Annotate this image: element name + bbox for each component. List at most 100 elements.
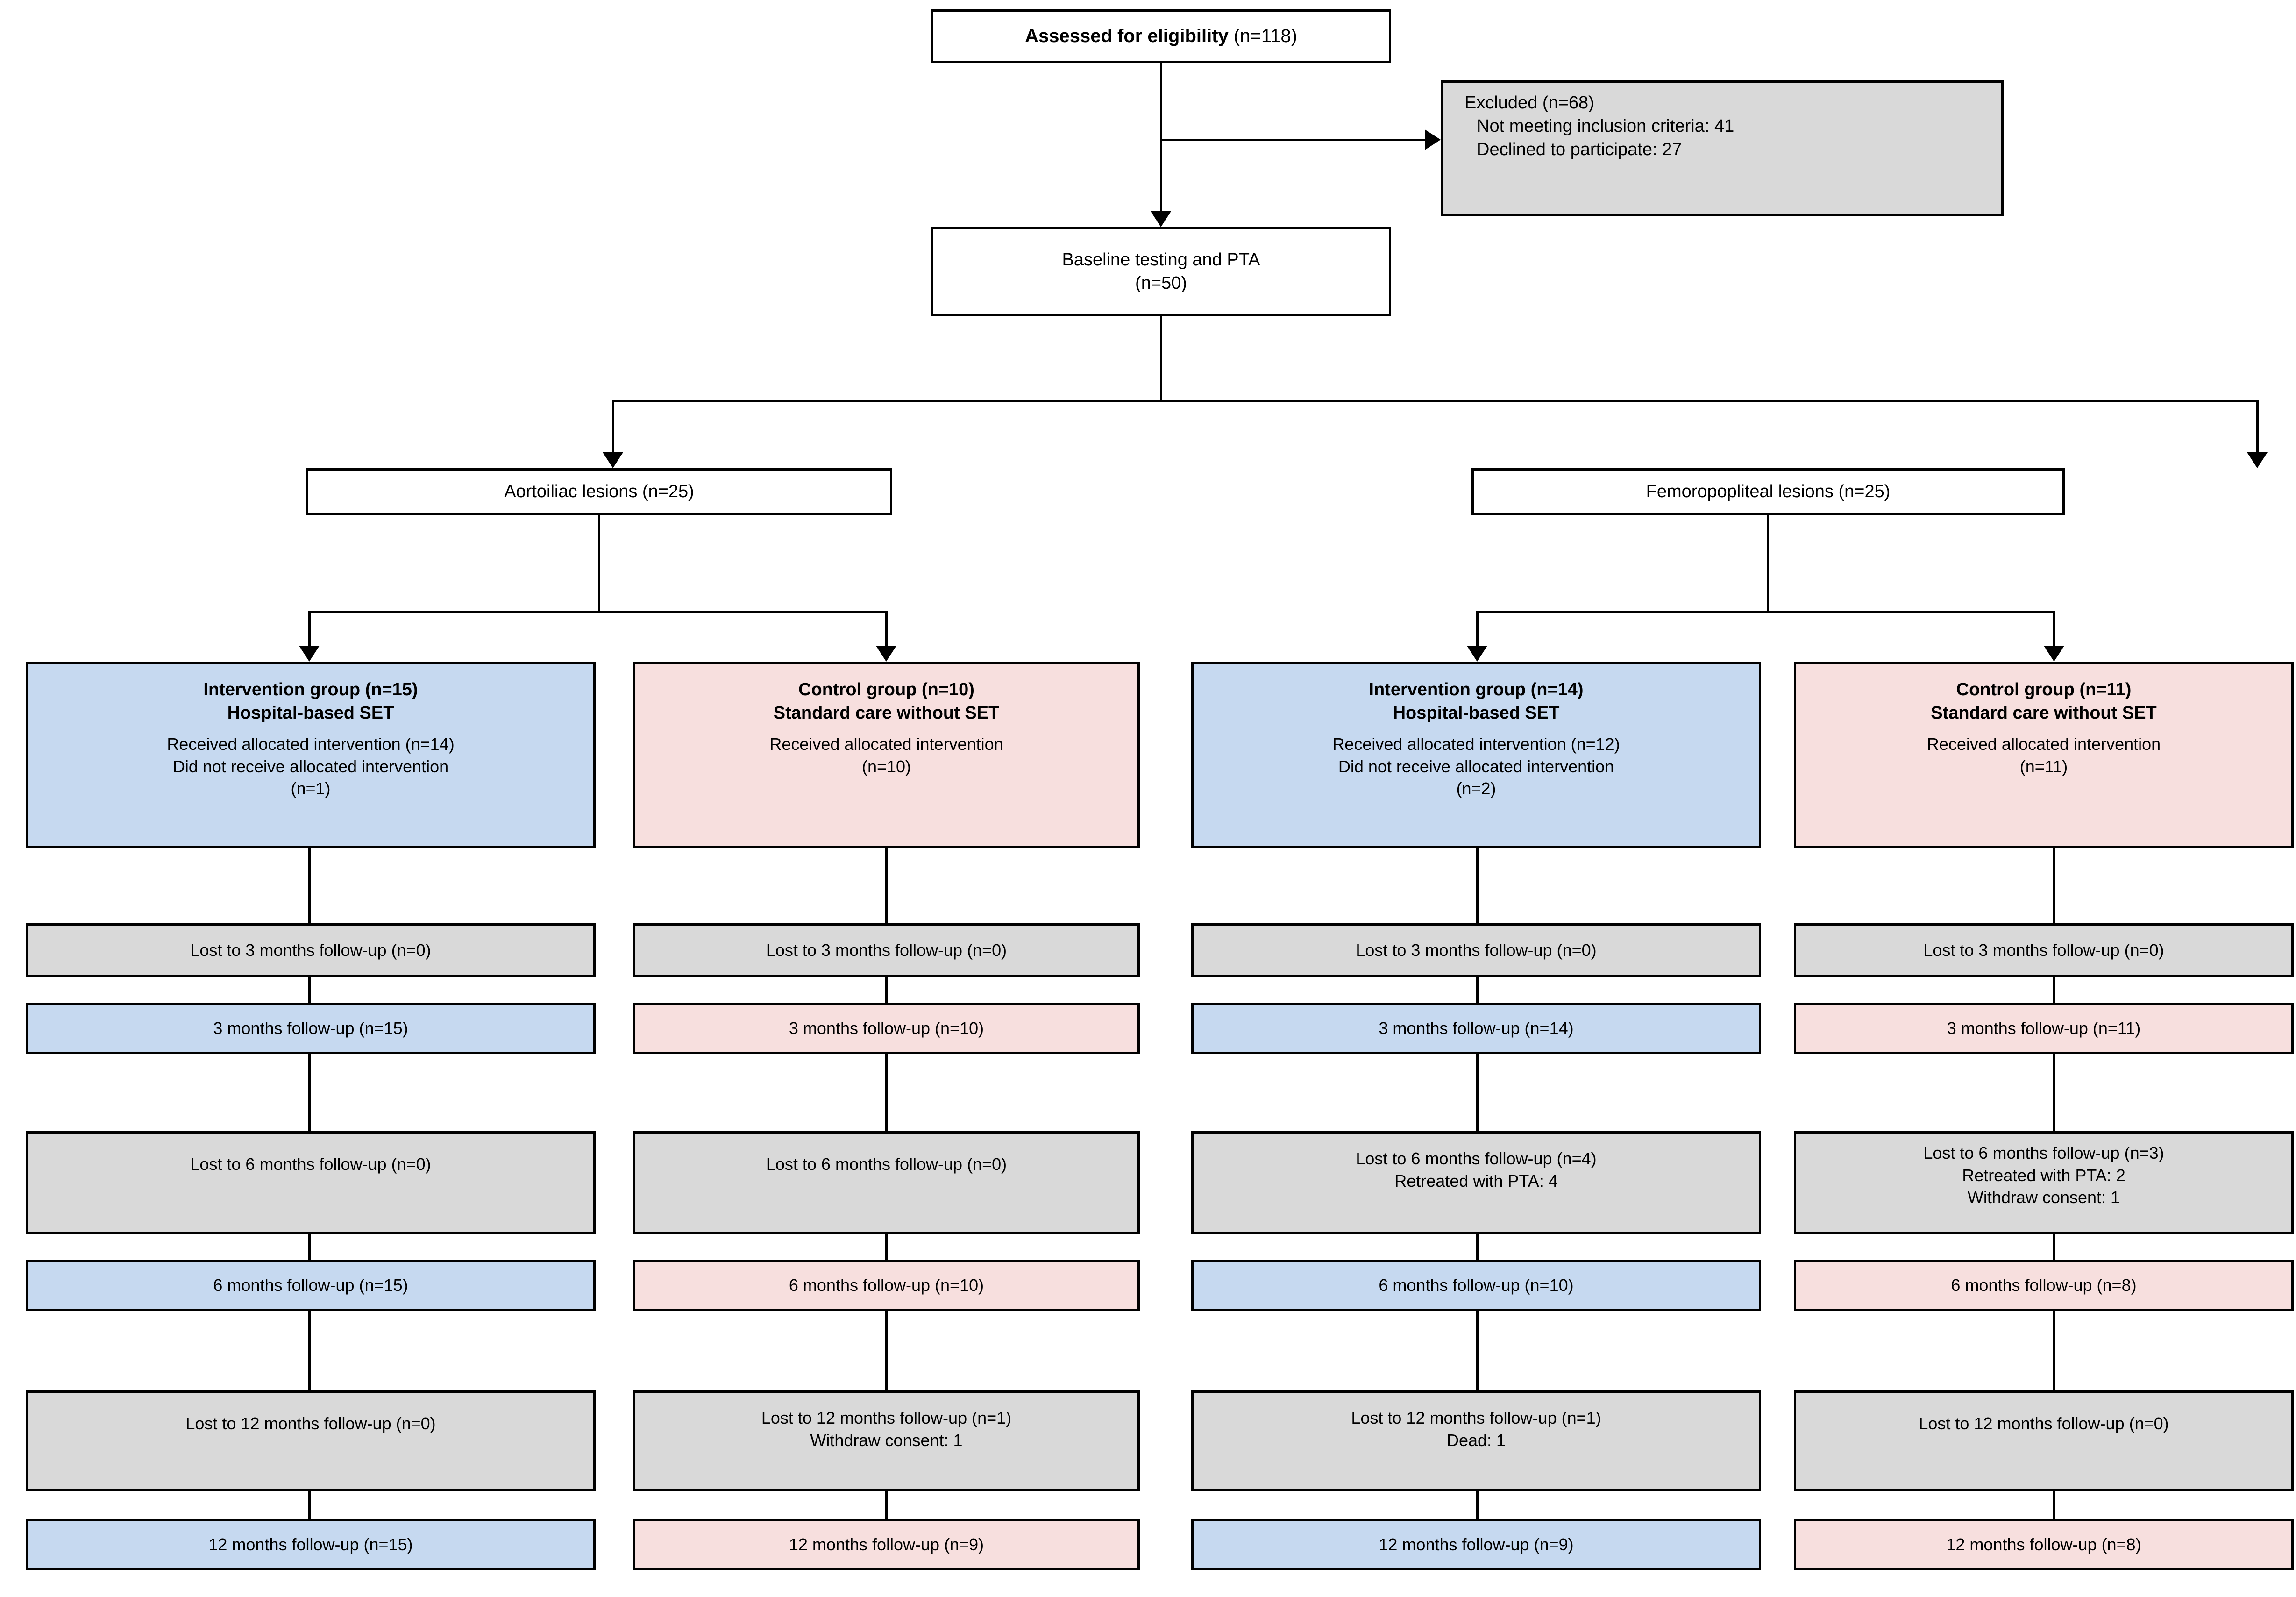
arm-3-connector-lost6-to-fu6 <box>1476 1234 1479 1260</box>
arm-3-followup-12mo-label: 12 months follow-up (n=9) <box>1379 1535 1574 1554</box>
arm-1-connector-alloc-to-lost3 <box>308 848 311 923</box>
arm-4-title: Control group (n=11) <box>1956 680 2132 699</box>
arm-1-body-2: Did not receive allocated intervention <box>172 756 449 776</box>
excluded-title: Excluded (n=68) <box>1464 93 1594 113</box>
arm-3-lost-12mo-line-2: Dead: 1 <box>1446 1430 1506 1450</box>
arm-1-lost-12mo-box: Lost to 12 months follow-up (n=0) <box>26 1390 596 1491</box>
connector-lesion-split-bar <box>612 400 2259 402</box>
arm-3-lost-6mo-box: Lost to 6 months follow-up (n=4) Retreat… <box>1191 1131 1761 1234</box>
arm-2-lost-6mo-line-1: Lost to 6 months follow-up (n=0) <box>766 1155 1007 1174</box>
arm-4-body-2: (n=11) <box>2019 756 2068 776</box>
arm-3-connector-lost12-to-fu12 <box>1476 1491 1479 1519</box>
arm-3-subtitle: Hospital-based SET <box>1393 703 1560 723</box>
excluded-reason-2: Declined to participate: 27 <box>1477 140 1682 160</box>
arrow-to-femoropopliteal-icon <box>2247 452 2268 468</box>
arrow-to-arm-3-icon <box>1467 646 1487 662</box>
arm-1-allocation-box: Intervention group (n=15) Hospital-based… <box>26 662 596 848</box>
arm-3-followup-12mo-box: 12 months follow-up (n=9) <box>1191 1519 1761 1570</box>
connector-aortoiliac-right-drop <box>885 611 888 657</box>
arm-3-lost-6mo-line-1: Lost to 6 months follow-up (n=4) <box>1356 1149 1597 1168</box>
arm-3-lost-12mo-box: Lost to 12 months follow-up (n=1) Dead: … <box>1191 1390 1761 1491</box>
arm-2-followup-6mo-label: 6 months follow-up (n=10) <box>789 1276 984 1295</box>
arm-4-followup-12mo-label: 12 months follow-up (n=8) <box>1946 1535 2141 1554</box>
arm-2-connector-alloc-to-lost3 <box>885 848 888 923</box>
arm-1-connector-fu3-to-lost6 <box>308 1054 311 1131</box>
arm-4-connector-lost3-to-fu3 <box>2053 977 2055 1003</box>
arm-4-lost-12mo-line-1: Lost to 12 months follow-up (n=0) <box>1919 1414 2169 1433</box>
arm-3-connector-lost3-to-fu3 <box>1476 977 1479 1003</box>
connector-femoropopliteal-split-bar <box>1476 611 2055 613</box>
assessed-for-eligibility-box: Assessed for eligibility (n=118) <box>931 9 1391 63</box>
connector-femoropopliteal-down <box>1767 515 1769 611</box>
arm-2-followup-12mo-box: 12 months follow-up (n=9) <box>633 1519 1140 1570</box>
arm-1-body-3: (n=1) <box>291 779 331 798</box>
connector-lesion-left-drop <box>612 400 614 465</box>
arm-3-followup-3mo-box: 3 months follow-up (n=14) <box>1191 1003 1761 1054</box>
connector-femoropopliteal-left-drop <box>1476 611 1479 657</box>
arm-1-followup-12mo-label: 12 months follow-up (n=15) <box>208 1535 413 1554</box>
arm-1-followup-3mo-box: 3 months follow-up (n=15) <box>26 1003 596 1054</box>
connector-aortoiliac-left-drop <box>308 611 311 657</box>
arm-1-lost-6mo-box: Lost to 6 months follow-up (n=0) <box>26 1131 596 1234</box>
arm-1-lost-3mo-box: Lost to 3 months follow-up (n=0) <box>26 923 596 977</box>
arm-2-followup-12mo-label: 12 months follow-up (n=9) <box>789 1535 984 1554</box>
arm-3-body-3: (n=2) <box>1456 779 1496 798</box>
lesion-group-femoropopliteal-label: Femoropopliteal lesions (n=25) <box>1646 481 1891 501</box>
arm-4-lost-6mo-line-2: Retreated with PTA: 2 <box>1962 1165 2125 1185</box>
arm-3-lost-12mo-line-1: Lost to 12 months follow-up (n=1) <box>1351 1408 1601 1427</box>
arm-4-lost-3mo-line-1: Lost to 3 months follow-up (n=0) <box>1923 940 2164 960</box>
lesion-group-aortoiliac-box: Aortoiliac lesions (n=25) <box>306 468 892 515</box>
arm-1-connector-lost3-to-fu3 <box>308 977 311 1003</box>
lesion-group-femoropopliteal-box: Femoropopliteal lesions (n=25) <box>1471 468 2065 515</box>
arrow-to-arm-2-icon <box>876 646 896 662</box>
arm-2-connector-fu6-to-lost12 <box>885 1311 888 1390</box>
arm-2-allocation-box: Control group (n=10) Standard care witho… <box>633 662 1140 848</box>
arm-4-followup-3mo-label: 3 months follow-up (n=11) <box>1947 1019 2141 1038</box>
arm-1-subtitle: Hospital-based SET <box>227 703 394 723</box>
arm-3-connector-alloc-to-lost3 <box>1476 848 1479 923</box>
arrow-to-excluded-icon <box>1425 129 1441 150</box>
arm-1-body-1: Received allocated intervention (n=14) <box>167 734 455 754</box>
arrow-to-arm-4-icon <box>2044 646 2064 662</box>
arm-4-connector-fu6-to-lost12 <box>2053 1311 2055 1390</box>
connector-aortoiliac-split-bar <box>308 611 888 613</box>
arrow-to-aortoiliac-icon <box>603 452 623 468</box>
arm-3-body-2: Did not receive allocated intervention <box>1338 756 1614 776</box>
arm-1-followup-6mo-box: 6 months follow-up (n=15) <box>26 1260 596 1311</box>
baseline-line-1: Baseline testing and PTA <box>1062 250 1260 270</box>
arm-3-body-1: Received allocated intervention (n=12) <box>1332 734 1620 754</box>
arm-4-connector-lost6-to-fu6 <box>2053 1234 2055 1260</box>
arm-4-subtitle: Standard care without SET <box>1931 703 2157 723</box>
arm-1-lost-12mo-line-1: Lost to 12 months follow-up (n=0) <box>185 1414 436 1433</box>
arm-3-followup-6mo-box: 6 months follow-up (n=10) <box>1191 1260 1761 1311</box>
arm-1-followup-6mo-label: 6 months follow-up (n=15) <box>213 1276 408 1295</box>
arm-2-body-2: (n=10) <box>861 756 911 776</box>
arm-2-followup-3mo-box: 3 months follow-up (n=10) <box>633 1003 1140 1054</box>
arm-4-lost-3mo-box: Lost to 3 months follow-up (n=0) <box>1794 923 2294 977</box>
arm-2-lost-12mo-line-1: Lost to 12 months follow-up (n=1) <box>761 1408 1012 1427</box>
connector-assessed-to-baseline <box>1160 63 1162 224</box>
arm-1-connector-fu6-to-lost12 <box>308 1311 311 1390</box>
arm-4-lost-6mo-box: Lost to 6 months follow-up (n=3) Retreat… <box>1794 1131 2294 1234</box>
arm-4-allocation-box: Control group (n=11) Standard care witho… <box>1794 662 2294 848</box>
excluded-box: Excluded (n=68) Not meeting inclusion cr… <box>1441 80 2004 216</box>
arm-2-body-1: Received allocated intervention <box>769 734 1003 754</box>
arm-1-followup-12mo-box: 12 months follow-up (n=15) <box>26 1519 596 1570</box>
arm-3-connector-fu3-to-lost6 <box>1476 1054 1479 1131</box>
arm-2-lost-3mo-line-1: Lost to 3 months follow-up (n=0) <box>766 940 1007 960</box>
arm-4-connector-fu3-to-lost6 <box>2053 1054 2055 1131</box>
arm-2-lost-12mo-box: Lost to 12 months follow-up (n=1) Withdr… <box>633 1390 1140 1491</box>
baseline-line-2: (n=50) <box>1135 273 1187 293</box>
arm-4-connector-alloc-to-lost3 <box>2053 848 2055 923</box>
arm-4-lost-6mo-line-3: Withdraw consent: 1 <box>1967 1188 2120 1207</box>
arm-4-body-1: Received allocated intervention <box>1926 734 2161 754</box>
arm-3-followup-6mo-label: 6 months follow-up (n=10) <box>1379 1276 1574 1295</box>
arm-3-connector-fu6-to-lost12 <box>1476 1311 1479 1390</box>
arm-3-followup-3mo-label: 3 months follow-up (n=14) <box>1379 1019 1574 1038</box>
arm-4-lost-12mo-box: Lost to 12 months follow-up (n=0) <box>1794 1390 2294 1491</box>
arrow-to-arm-1-icon <box>299 646 320 662</box>
connector-baseline-down <box>1160 316 1162 400</box>
arm-2-followup-3mo-label: 3 months follow-up (n=10) <box>789 1019 984 1038</box>
arm-4-followup-12mo-box: 12 months follow-up (n=8) <box>1794 1519 2294 1570</box>
